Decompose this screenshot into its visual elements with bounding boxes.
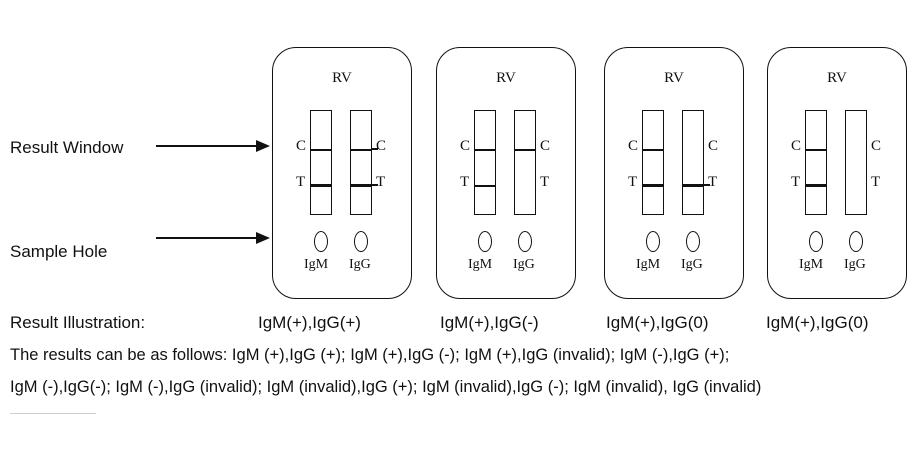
result-window-arrow [156,140,270,152]
control-letter-right: C [708,138,719,154]
igg-label: IgG [681,257,703,272]
cassette-4: RV C T C T IgM IgG [767,47,907,299]
igm-test-band [310,184,332,187]
control-tick [372,148,378,150]
igm-sample-hole [646,231,660,252]
cassette-title: RV [332,70,352,86]
test-letter-right: T [540,174,550,190]
igg-test-band [350,184,372,187]
test-letter-left: T [460,174,470,190]
control-letter-left: C [791,138,802,154]
igm-sample-hole [809,231,823,252]
igm-strip [642,110,664,215]
igm-test-band [805,184,827,187]
test-tick [372,184,378,186]
igg-test-band [682,184,704,187]
control-letter-right: C [376,138,387,154]
igg-strip [350,110,372,215]
igm-strip [310,110,332,215]
igm-label: IgM [636,257,661,272]
igg-label: IgG [349,257,371,272]
results-paragraph-line-1: The results can be as follows: IgM (+),I… [10,346,730,364]
igm-control-band [310,149,332,151]
igg-strip [682,110,704,215]
test-letter-right: T [708,174,718,190]
test-letter-right: T [376,174,386,190]
igg-label: IgG [844,257,866,272]
test-letter-left: T [628,174,638,190]
control-letter-left: C [628,138,639,154]
igm-label: IgM [799,257,824,272]
cassette-title: RV [664,70,684,86]
divider [10,413,96,414]
igg-control-band [350,149,372,151]
sample-hole-arrow [156,232,270,244]
igm-label: IgM [468,257,493,272]
igm-strip [474,110,496,215]
result-3: IgM(+),IgG(0) [606,313,709,332]
igm-sample-hole [478,231,492,252]
test-letter-right: T [871,174,881,190]
igm-strip [805,110,827,215]
result-2: IgM(+),IgG(-) [440,313,539,332]
igg-sample-hole [849,231,863,252]
result-4: IgM(+),IgG(0) [766,313,869,332]
test-tick [704,184,710,186]
igg-strip [845,110,867,215]
sample-hole-label: Sample Hole [10,242,108,261]
cassette-1: RV C T C T IgM IgG [272,47,412,299]
test-letter-left: T [791,174,801,190]
igg-sample-hole [686,231,700,252]
igg-strip [514,110,536,215]
igm-label: IgM [304,257,329,272]
control-letter-right: C [871,138,882,154]
cassette-title: RV [496,70,516,86]
igm-control-band [805,149,827,151]
result-illustration-label: Result Illustration: [10,313,146,332]
igm-control-band [474,149,496,151]
igm-test-band [642,184,664,187]
igg-control-band [514,149,536,151]
cassette-2: RV C T C T IgM IgG [436,47,576,299]
test-letter-left: T [296,174,306,190]
igg-label: IgG [513,257,535,272]
igg-sample-hole [354,231,368,252]
control-letter-right: C [540,138,551,154]
result-1: IgM(+),IgG(+) [258,313,361,332]
control-letter-left: C [460,138,471,154]
igg-sample-hole [518,231,532,252]
control-letter-left: C [296,138,307,154]
igm-test-band [474,185,496,187]
cassette-title: RV [827,70,847,86]
result-window-label: Result Window [10,138,124,157]
igm-sample-hole [314,231,328,252]
igm-control-band [642,149,664,151]
cassette-3: RV C T C T IgM IgG [604,47,744,299]
results-paragraph-line-2: IgM (-),IgG(-); IgM (-),IgG (invalid); I… [10,378,762,396]
